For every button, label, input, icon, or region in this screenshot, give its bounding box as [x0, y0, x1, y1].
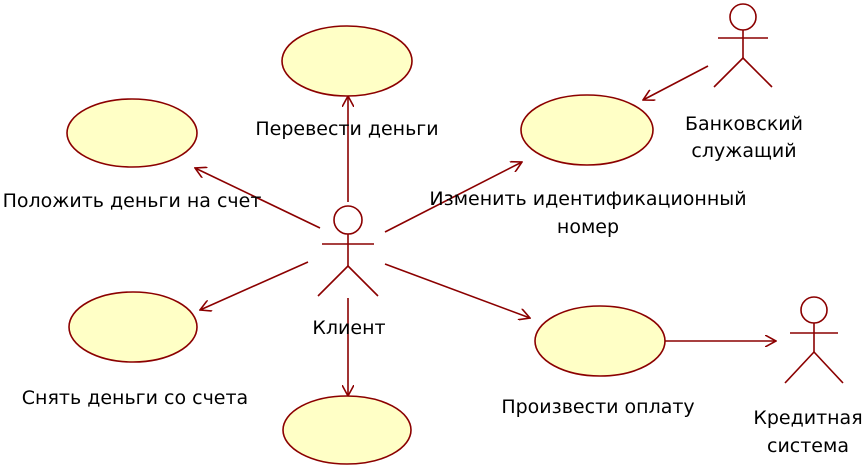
use-case-label: Перевести деньги	[255, 118, 438, 140]
use-case-transfer-money: Перевести деньги	[255, 25, 439, 140]
association-bank-clerk-change-pin	[643, 65, 709, 100]
stick-figure-icon	[713, 3, 773, 88]
stick-figure-icon	[784, 296, 844, 384]
association-client-withdraw	[200, 261, 309, 310]
association-client-change-pin	[384, 162, 522, 233]
stick-figure-icon	[317, 205, 379, 297]
actor-label-line-2: система	[767, 435, 849, 457]
use-case-withdraw: Снять деньги со счета	[22, 291, 248, 409]
use-case-label: Положить деньги на счет	[3, 190, 262, 212]
use-case-label-line-2: номер	[557, 216, 619, 238]
actor-client: Клиент	[312, 205, 386, 339]
actor-credit-system: Кредитная система	[753, 296, 863, 457]
associations	[195, 65, 776, 396]
use-case-label: Снять деньги со счета	[22, 387, 248, 409]
actor-label-line-1: Банковский	[685, 113, 803, 135]
actor-label-line-1: Кредитная	[753, 407, 862, 429]
actor-label-line-2: служащий	[691, 140, 796, 162]
actor-label: Клиент	[312, 317, 385, 339]
association-client-make-payment	[384, 263, 530, 318]
association-client-deposit	[195, 168, 321, 229]
use-case-label-line-1: Изменить идентификационный	[429, 188, 746, 210]
use-case-label: Произвести оплату	[501, 396, 694, 418]
use-case-change-pin: Изменить идентификационный номер	[429, 94, 747, 238]
use-case-make-payment: Произвести оплату	[501, 305, 695, 418]
use-case-bottom	[282, 395, 412, 465]
actor-bank-clerk: Банковский служащий	[685, 3, 803, 162]
use-case-deposit: Положить деньги на счет	[3, 98, 262, 212]
